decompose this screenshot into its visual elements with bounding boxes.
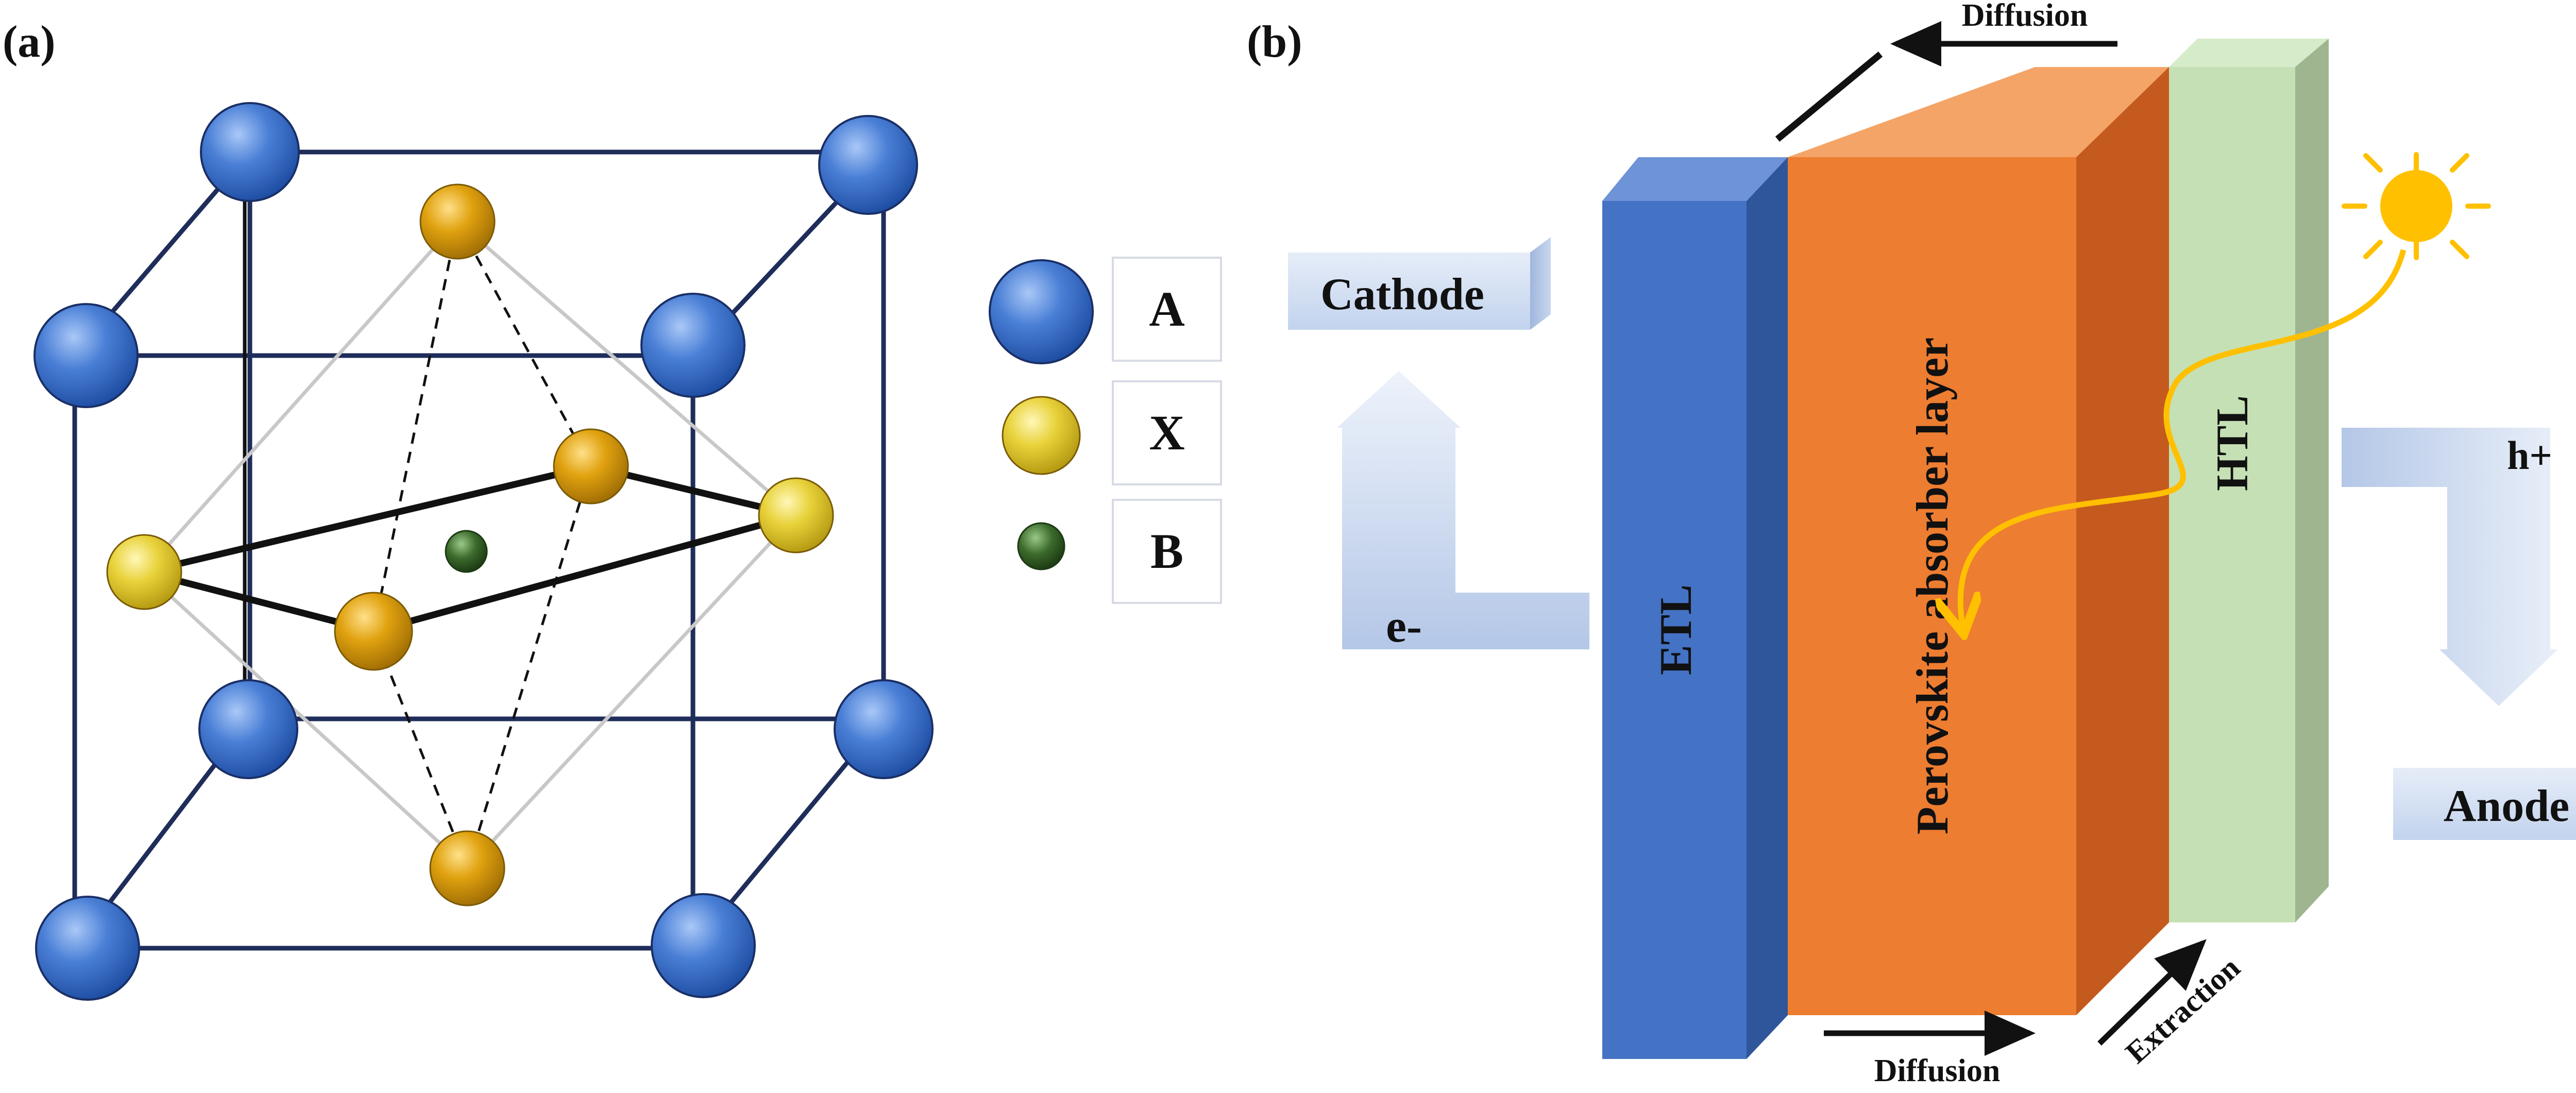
etl-front: [1602, 201, 1747, 1059]
electron-label: e-: [1386, 601, 1422, 652]
diffusion-bottom-arrow: Diffusion: [1824, 1011, 2036, 1088]
hole-label: h+: [2507, 433, 2552, 478]
htl-top: [2169, 39, 2329, 67]
sun-icon: [2342, 152, 2491, 260]
legend-swatch-b: [1017, 522, 1065, 570]
atom-a: [834, 679, 934, 779]
absorber-side: [2076, 67, 2169, 1015]
absorber-top: [1788, 67, 2169, 157]
htl-front: [2169, 67, 2295, 922]
legend-box-x: [1112, 380, 1222, 485]
atom-x: [106, 534, 182, 610]
atoms-x-site: [106, 183, 834, 906]
atoms-a-site: [33, 102, 934, 1001]
legend: A X B: [989, 257, 1222, 604]
etl-label: ETL: [1651, 584, 1701, 675]
light-path: [1960, 249, 2406, 629]
panel-b-label: (b): [1247, 17, 1302, 67]
diffusion-top-label: Diffusion: [1962, 0, 2088, 33]
htl-layer: HTL: [2169, 39, 2329, 922]
legend-swatch-x: [1002, 396, 1081, 475]
legend-box-b: [1112, 499, 1222, 604]
hole-arrow: h+: [2342, 428, 2558, 706]
diffusion-bottom-label: Diffusion: [1874, 1053, 2001, 1088]
etl-top: [1602, 157, 1788, 201]
electron-arrow: e-: [1337, 371, 1589, 652]
atom-a: [200, 102, 300, 202]
atom-x: [758, 477, 834, 553]
atom-x: [553, 428, 629, 505]
atom-a: [651, 893, 756, 998]
hole-arrow-shape: [2342, 428, 2558, 706]
octahedron-faces: [143, 220, 798, 870]
anode-box: Anode: [2393, 768, 2576, 840]
atom-a: [198, 679, 298, 779]
panel-a-label: (a): [3, 17, 56, 67]
octahedron-dashed: [372, 221, 592, 869]
absorber-layer: Perovskite absorber layer: [1788, 67, 2169, 1015]
absorber-label: Perovskite absorber layer: [1908, 338, 1958, 835]
atom-x: [419, 183, 496, 260]
legend-label-b: B: [1150, 524, 1183, 579]
legend-label-x: X: [1149, 405, 1184, 460]
atom-x: [429, 830, 505, 906]
legend-label-a: A: [1149, 281, 1184, 337]
atom-a: [33, 303, 139, 408]
electron-arrow-shape: [1337, 371, 1589, 649]
htl-side: [2295, 39, 2329, 922]
absorber-front: [1788, 157, 2076, 1015]
cathode-label: Cathode: [1320, 270, 1484, 320]
etl-layer: ETL: [1602, 157, 1788, 1059]
atom-b: [445, 530, 488, 573]
extraction-label: Extraction: [2119, 950, 2246, 1070]
anode-label: Anode: [2444, 781, 2570, 831]
atom-a: [640, 293, 745, 398]
panel-b: (b) Cathode e- Perovskite absorber layer…: [1247, 0, 2576, 1088]
cathode-box: Cathode: [1288, 237, 1551, 330]
legend-box-a: [1112, 257, 1222, 362]
atom-x: [334, 592, 413, 671]
atom-a: [818, 115, 918, 215]
legend-swatch-a: [989, 259, 1094, 364]
atom-a: [35, 896, 140, 1001]
diffusion-top-arrow: Diffusion: [1775, 0, 2117, 142]
etl-side: [1747, 157, 1788, 1059]
panel-a: (a): [3, 17, 1222, 1001]
htl-label: HTL: [2208, 395, 2258, 491]
